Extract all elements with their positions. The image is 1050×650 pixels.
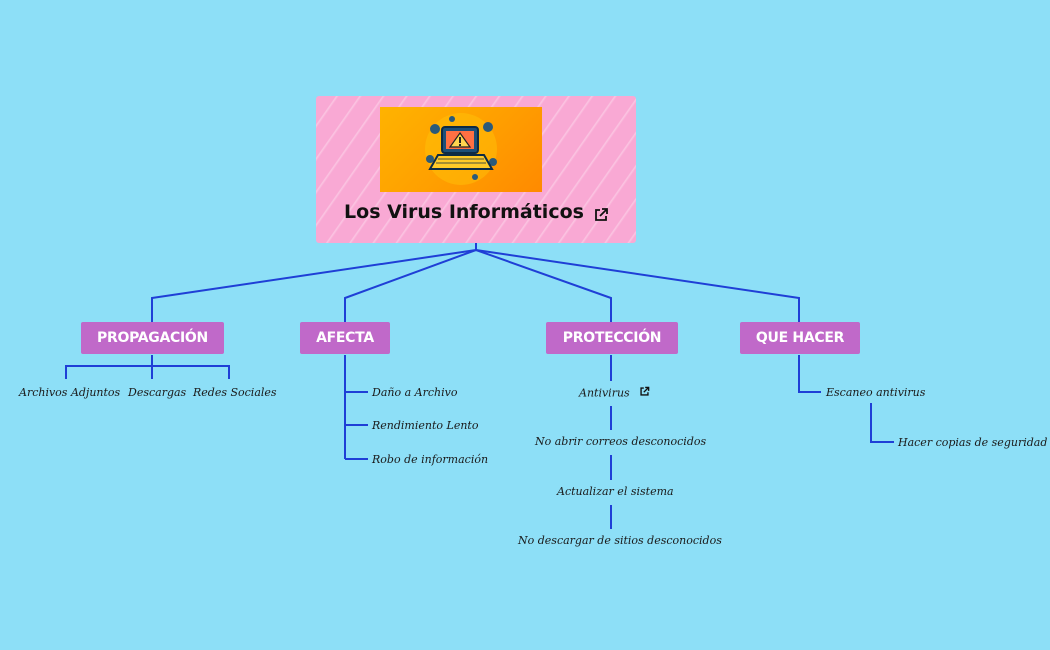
category-label: PROTECCIÓN (562, 330, 662, 346)
category-label: QUE HACER (755, 330, 845, 346)
leaf-antivirus-label: Antivirus (579, 386, 630, 400)
connector-root-quehacer (475, 249, 800, 322)
leaf-no-descargar-sitios[interactable]: No descargar de sitios desconocidos (518, 534, 722, 547)
leaf-archivos-adjuntos[interactable]: Archivos Adjuntos (19, 386, 121, 399)
connector-quehacer-1 (798, 355, 821, 393)
category-label: AFECTA (316, 330, 374, 346)
leaf-rendimiento-lento[interactable]: Rendimiento Lento (372, 419, 479, 432)
external-link-icon[interactable] (593, 207, 609, 227)
connector-afecta-children (344, 355, 368, 460)
connector-root-propagacion (151, 243, 477, 322)
leaf-copias-seguridad[interactable]: Hacer copias de seguridad (898, 436, 1048, 449)
category-proteccion[interactable]: PROTECCIÓN (546, 322, 678, 354)
leaf-robo-informacion[interactable]: Robo de información (372, 453, 489, 466)
category-label: PROPAGACIÓN (97, 330, 208, 346)
root-title-text: Los Virus Informáticos (344, 201, 584, 223)
leaf-antivirus[interactable]: Antivirus (579, 386, 650, 401)
leaf-escaneo-antivirus[interactable]: Escaneo antivirus (826, 386, 926, 399)
connector-quehacer-2 (870, 403, 894, 443)
connector-propagacion-children (65, 355, 230, 379)
category-afecta[interactable]: AFECTA (300, 322, 390, 354)
category-que-hacer[interactable]: QUE HACER (740, 322, 860, 354)
connector-root-afecta (344, 249, 477, 322)
computer-virus-warning-illustration (380, 107, 542, 192)
root-node[interactable]: Los Virus Informáticos (316, 96, 636, 243)
leaf-no-abrir-correos[interactable]: No abrir correos desconocidos (535, 435, 707, 448)
external-link-icon[interactable] (639, 386, 650, 401)
connector-root-proteccion (475, 249, 612, 322)
leaf-dano-archivo[interactable]: Daño a Archivo (372, 386, 458, 399)
root-title[interactable]: Los Virus Informáticos (316, 201, 612, 223)
category-propagacion[interactable]: PROPAGACIÓN (81, 322, 224, 354)
leaf-redes-sociales[interactable]: Redes Sociales (193, 386, 277, 399)
leaf-descargas[interactable]: Descargas (128, 386, 187, 399)
leaf-actualizar-sistema[interactable]: Actualizar el sistema (557, 485, 674, 498)
